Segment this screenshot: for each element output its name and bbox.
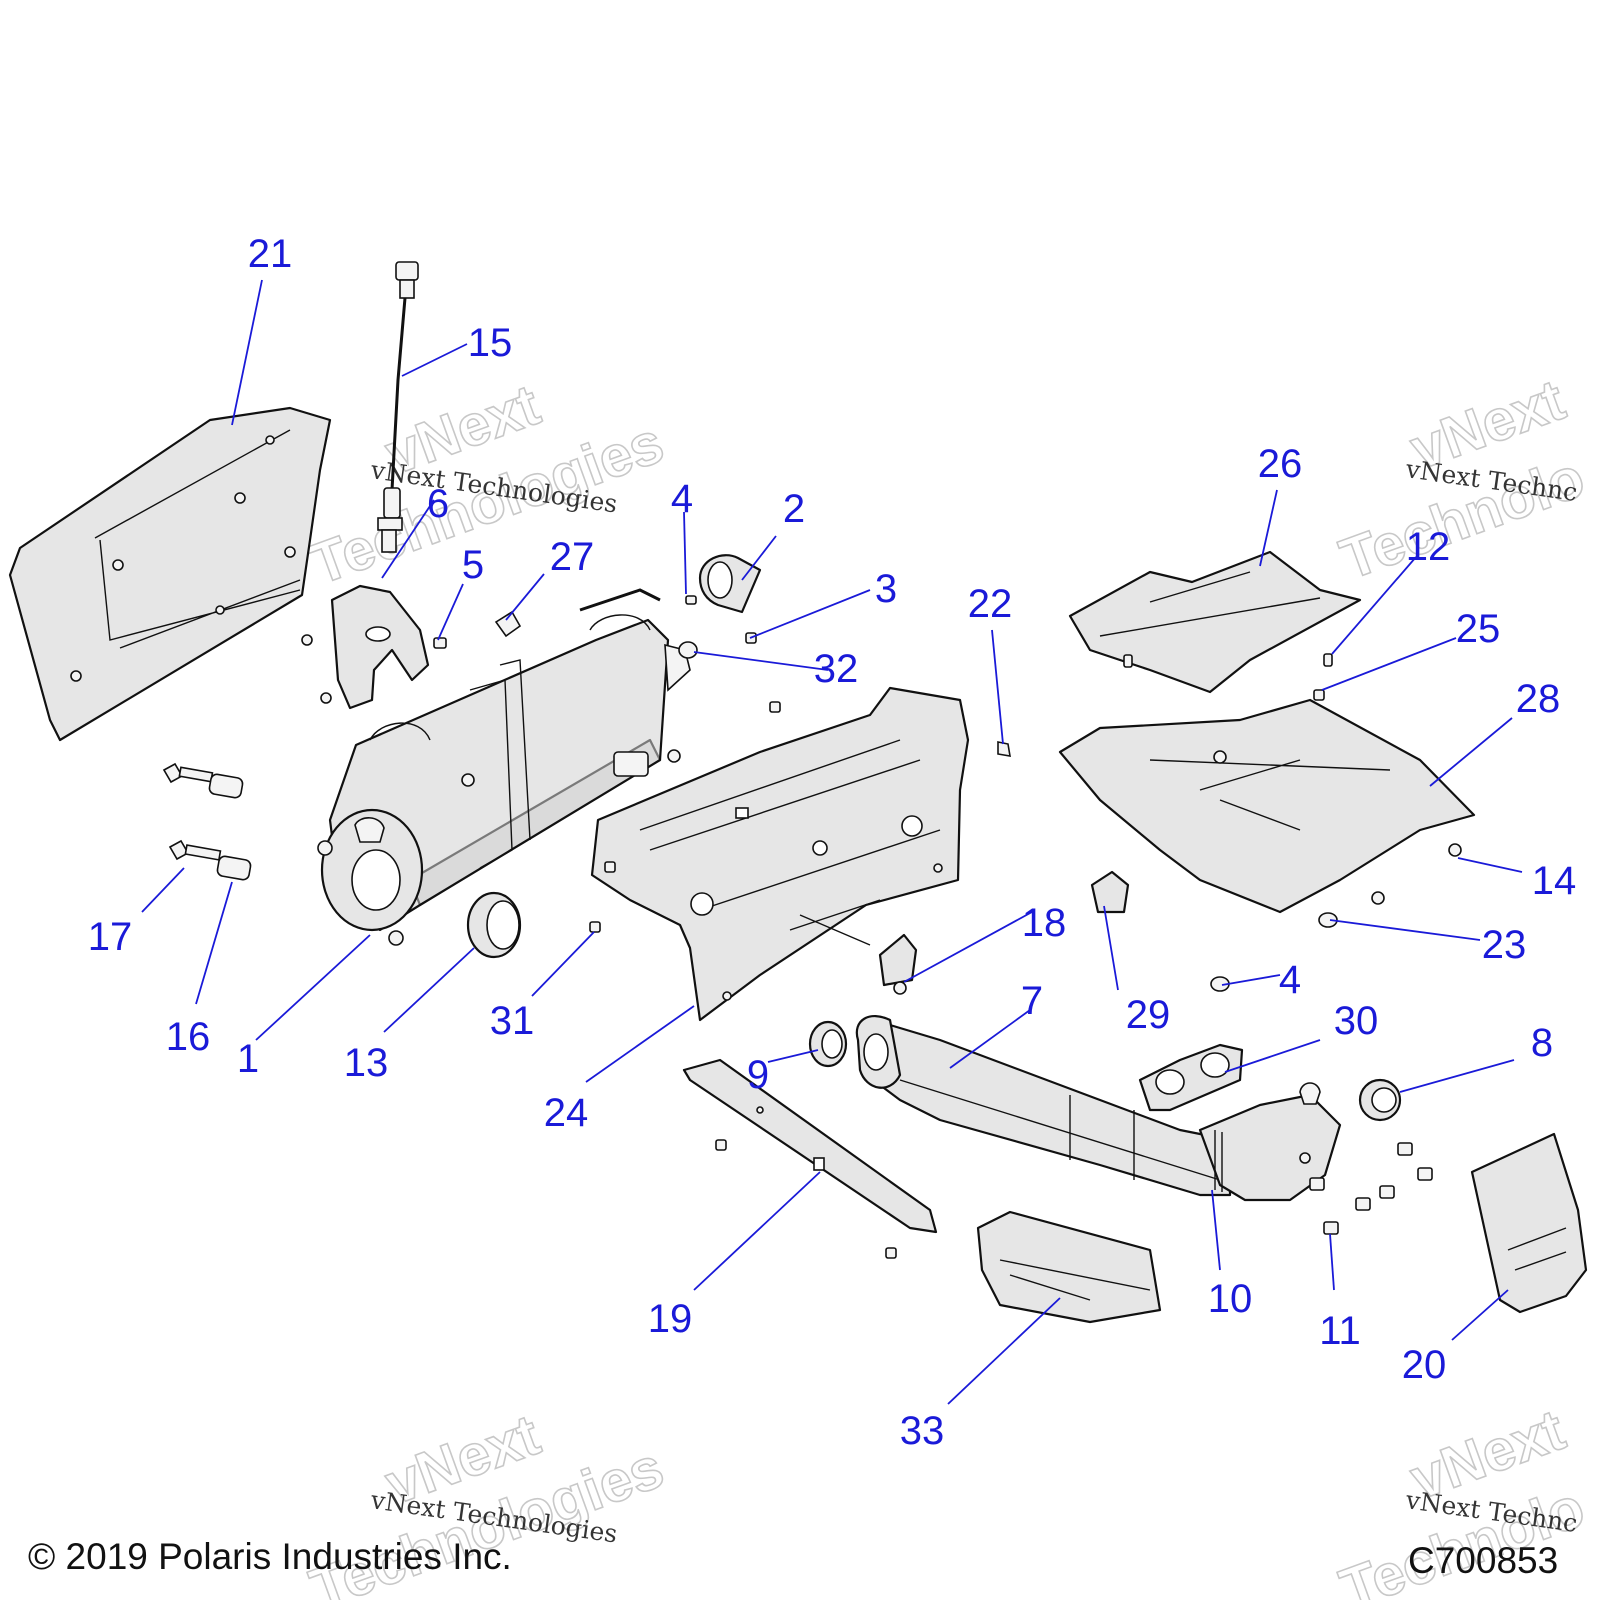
callout-2: 2 (783, 487, 805, 531)
callout-1: 1 (237, 1037, 259, 1081)
pipe-shield-33-illustration (976, 1210, 1162, 1324)
leader-lines (141, 279, 1523, 1405)
callout-14: 14 (1532, 859, 1577, 903)
callout-22: 22 (968, 582, 1013, 626)
callout-4-top: 4 (671, 477, 693, 521)
clamps-8-9-illustration (808, 1020, 1402, 1122)
sensor-shield-6-illustration (301, 584, 430, 710)
callout-27: 27 (550, 535, 595, 579)
heat-shield-21-illustration (8, 406, 332, 742)
callout-16: 16 (166, 1015, 211, 1059)
head-pipe-7-illustration (855, 1014, 1232, 1197)
bracket-19-illustration (682, 1058, 938, 1259)
callout-7: 7 (1021, 979, 1043, 1023)
callout-20: 20 (1402, 1343, 1447, 1387)
heat-shield-26-illustration (1068, 550, 1362, 701)
callout-13: 13 (344, 1041, 389, 1085)
fasteners-5-27-illustration (433, 610, 522, 649)
oxygen-sensor-15-illustration (377, 261, 419, 553)
callout-30: 30 (1334, 999, 1379, 1043)
callout-labels: 21 15 6 5 27 4 2 3 32 22 26 12 25 28 14 … (88, 232, 1577, 1453)
callout-28: 28 (1516, 677, 1561, 721)
inlet-cone-2-illustration (685, 554, 762, 644)
callout-8: 8 (1531, 1021, 1553, 1065)
callout-21: 21 (248, 232, 293, 276)
callout-5: 5 (462, 543, 484, 587)
callout-17: 17 (88, 915, 133, 959)
callout-11: 11 (1319, 1309, 1361, 1353)
callout-18: 18 (1022, 901, 1067, 945)
callout-31: 31 (490, 999, 535, 1043)
watermark-top-right: vNext Technolo vNext Technc (1331, 366, 1593, 593)
copyright-text: © 2019 Polaris Industries Inc. (28, 1536, 512, 1577)
manifold-bolts-11-illustration (1309, 1142, 1433, 1235)
callout-24: 24 (544, 1091, 589, 1135)
gasket-13-illustration (466, 891, 522, 959)
callout-29: 29 (1126, 993, 1171, 1037)
callout-19: 19 (648, 1297, 693, 1341)
callout-23: 23 (1482, 923, 1527, 967)
callout-12: 12 (1406, 525, 1451, 569)
washer-32-illustration (678, 641, 698, 659)
muffler-1-illustration (317, 588, 691, 946)
callout-32: 32 (814, 647, 859, 691)
callout-6: 6 (427, 482, 449, 526)
callout-15: 15 (468, 321, 513, 365)
diagram-code: C700853 (1408, 1540, 1559, 1581)
heat-shield-28-illustration (1058, 698, 1476, 992)
callout-9: 9 (747, 1053, 769, 1097)
callout-10: 10 (1208, 1277, 1253, 1321)
cover-plate-20-illustration (1470, 1132, 1588, 1314)
bolt-spring-16-17-illustration (162, 762, 252, 881)
callout-3: 3 (875, 567, 897, 611)
exhaust-gasket-30-illustration (1138, 1043, 1244, 1112)
heat-shield-24-illustration (589, 686, 1011, 1022)
mounts-18-29-illustration (878, 870, 1130, 995)
callout-25: 25 (1456, 607, 1501, 651)
callout-33: 33 (900, 1409, 945, 1453)
callout-4-bottom: 4 (1279, 958, 1301, 1002)
callout-26: 26 (1258, 442, 1303, 486)
watermark-top-left: vNext Technologies vNext Technologies (301, 371, 672, 598)
manifold-10-illustration (1198, 1082, 1342, 1202)
